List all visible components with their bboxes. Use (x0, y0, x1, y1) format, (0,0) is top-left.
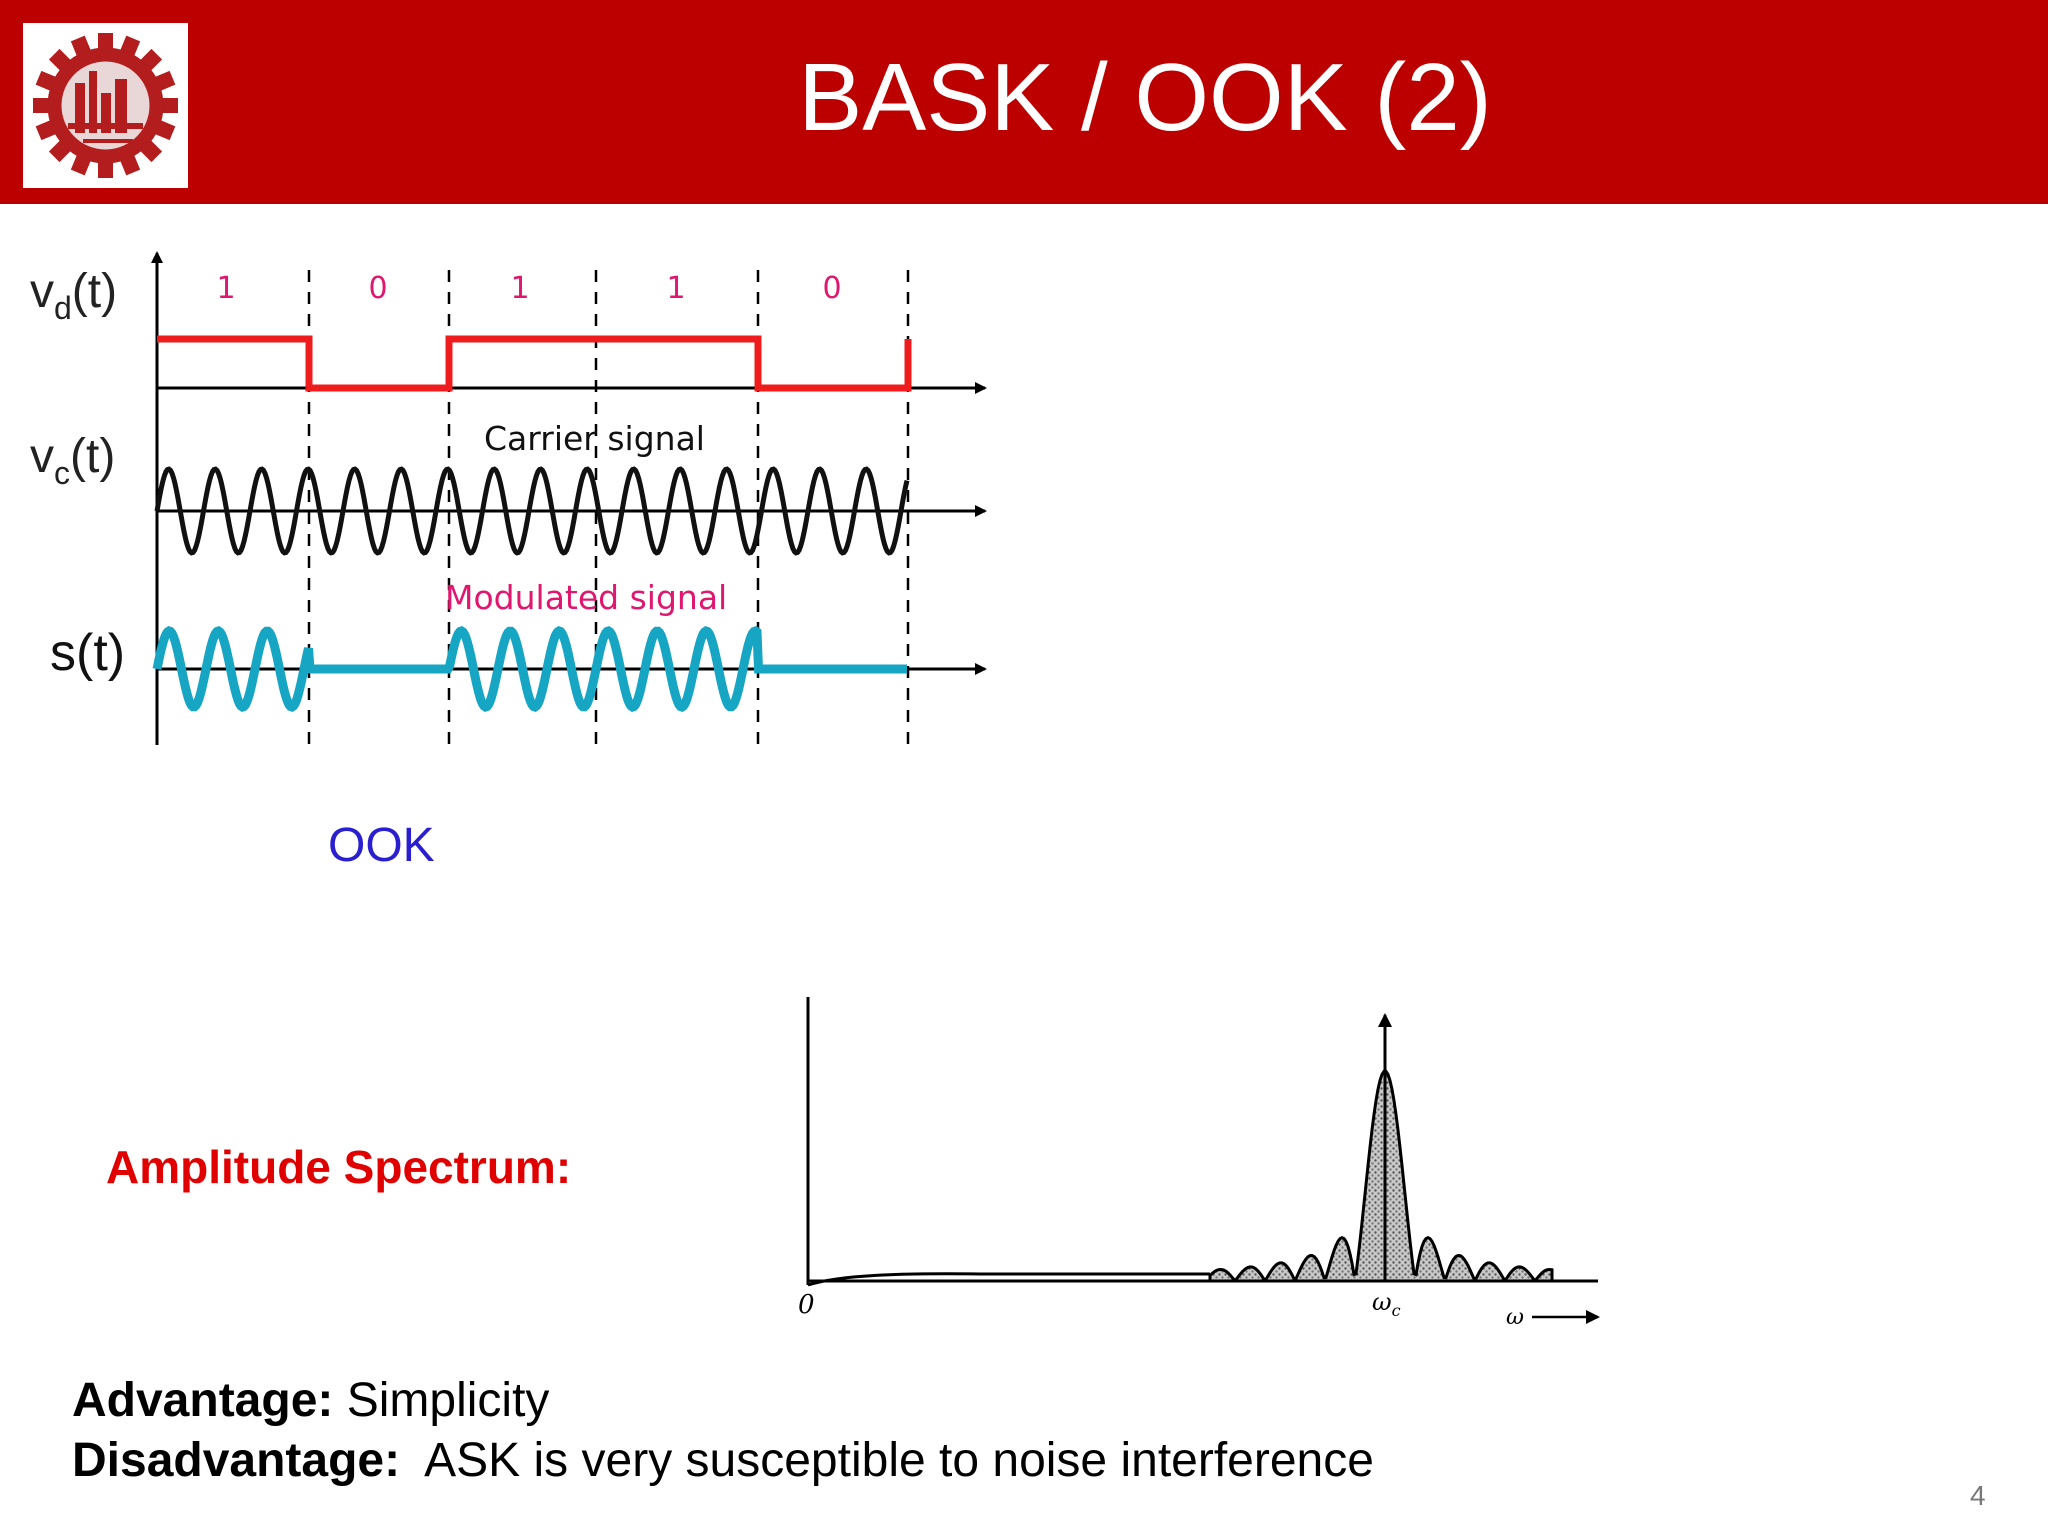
carrier-signal-label: vc(t) (30, 430, 115, 491)
university-gear-logo-icon (23, 23, 188, 188)
spectrum-axis-label: ω (1506, 1305, 1524, 1330)
data-signal-wave (157, 335, 912, 392)
slide-title: BASK / OOK (2) (798, 44, 1492, 151)
modulated-signal-wave (152, 626, 907, 712)
advantage-text: Simplicity (333, 1374, 550, 1427)
spectrum-origin-label: 0 (798, 1290, 815, 1320)
header-bar (0, 0, 2048, 204)
spectrum-carrier-label: ωc (1372, 1288, 1401, 1320)
modulated-signal-label: s(t) (50, 624, 125, 682)
ook-caption: OOK (328, 819, 435, 872)
carrier-signal-wave (154, 466, 910, 556)
data-signal-label: vd(t) (30, 265, 117, 326)
bit-label: 1 (216, 271, 235, 306)
bit-label: 0 (822, 271, 841, 306)
disadvantage-text: ASK is very susceptible to noise interfe… (400, 1434, 1374, 1487)
amplitude-spectrum-diagram: 0 ωc ω (798, 997, 1600, 1330)
ook-waveform-diagram: 1 0 1 1 0 vd(t) vc(t) s(t) Carrier signa… (30, 251, 987, 745)
bit-label: 0 (368, 271, 387, 306)
carrier-annotation: Carrier signal (484, 419, 705, 458)
modulated-annotation: Modulated signal (445, 578, 727, 617)
spectrum-lobes (1208, 1069, 1554, 1283)
amplitude-spectrum-label: Amplitude Spectrum: (106, 1141, 572, 1193)
bit-label: 1 (666, 271, 685, 306)
low-frequency-curve (807, 1272, 1210, 1287)
disadvantage-line: Disadvantage: ASK is very susceptible to… (72, 1433, 1374, 1488)
header-background (0, 0, 2048, 204)
bit-label: 1 (510, 271, 529, 306)
disadvantage-label: Disadvantage: (72, 1434, 401, 1487)
advantage-line: Advantage: Simplicity (72, 1373, 549, 1428)
page-number: 4 (1970, 1480, 1986, 1511)
advantage-label: Advantage: (72, 1374, 334, 1427)
